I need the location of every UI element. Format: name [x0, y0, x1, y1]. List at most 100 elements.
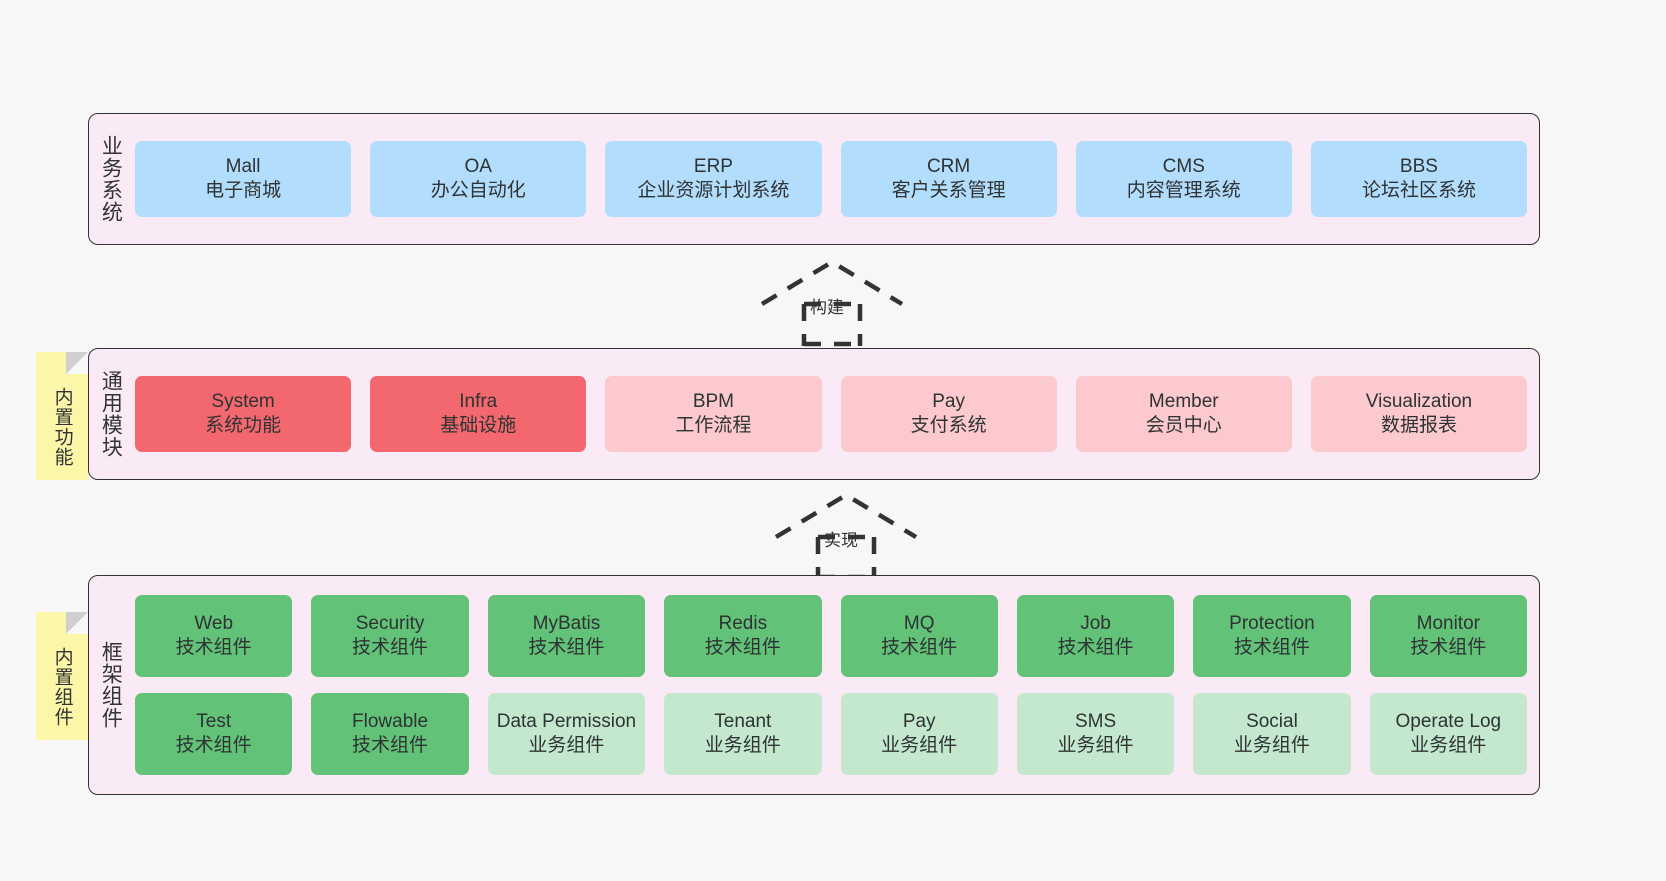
node-flowable-en: Flowable: [352, 710, 429, 732]
node-crm[interactable]: CRM 客户关系管理: [840, 141, 1057, 217]
node-web[interactable]: Web 技术组件: [135, 595, 293, 677]
node-data-permission-cn: 业务组件: [528, 735, 605, 756]
node-bbs-cn: 论坛社区系统: [1361, 180, 1476, 201]
node-bpm-en: BPM: [692, 390, 735, 412]
node-infra[interactable]: Infra 基础设施: [370, 376, 587, 452]
node-social-cn: 业务组件: [1233, 735, 1310, 756]
node-mq[interactable]: MQ 技术组件: [840, 595, 998, 677]
connector-implement: 实现: [766, 489, 926, 580]
node-monitor-en: Monitor: [1416, 612, 1480, 634]
node-bbs[interactable]: BBS 论坛社区系统: [1310, 141, 1528, 217]
layer-business-system: 业务系统 Mall 电子商城 OA 办公自动化 ERP 企业资源计划系统 CRM…: [88, 113, 1540, 245]
note-builtin-component: 内置组件: [36, 612, 88, 740]
node-cms-en: CMS: [1162, 155, 1205, 177]
layer-body-framework-component: Web 技术组件 Security 技术组件 MyBatis 技术组件 Redi…: [131, 576, 1539, 794]
node-mybatis-cn: 技术组件: [528, 637, 605, 658]
layer-title-business-system: 业务系统: [99, 135, 123, 223]
node-erp[interactable]: ERP 企业资源计划系统: [605, 141, 822, 217]
node-social[interactable]: Social 业务组件: [1193, 693, 1351, 775]
node-redis-en: Redis: [718, 612, 768, 634]
node-tenant-en: Tenant: [714, 710, 772, 732]
node-visualization-en: Visualization: [1365, 390, 1473, 412]
node-cms[interactable]: CMS 内容管理系统: [1075, 141, 1292, 217]
node-visualization[interactable]: Visualization 数据报表: [1310, 376, 1528, 452]
node-security-en: Security: [355, 612, 425, 634]
node-tenant[interactable]: Tenant 业务组件: [664, 693, 822, 775]
node-web-en: Web: [194, 612, 234, 634]
node-bpm[interactable]: BPM 工作流程: [605, 376, 822, 452]
node-bpm-cn: 工作流程: [675, 415, 752, 436]
node-visualization-cn: 数据报表: [1380, 415, 1457, 436]
node-protection-cn: 技术组件: [1233, 637, 1310, 658]
node-data-permission[interactable]: Data Permission 业务组件: [487, 693, 646, 775]
layer-title-framework-component: 框架组件: [99, 641, 123, 729]
node-cms-cn: 内容管理系统: [1126, 180, 1241, 201]
node-protection[interactable]: Protection 技术组件: [1193, 595, 1351, 677]
layer-common-module: 通用模块 System 系统功能 Infra 基础设施 BPM 工作流程 Pay…: [88, 348, 1540, 480]
node-infra-cn: 基础设施: [440, 415, 517, 436]
node-member[interactable]: Member 会员中心: [1075, 376, 1292, 452]
node-flowable-cn: 技术组件: [352, 735, 429, 756]
node-mall[interactable]: Mall 电子商城: [135, 141, 352, 217]
layer-body-common-module: System 系统功能 Infra 基础设施 BPM 工作流程 Pay 支付系统…: [131, 349, 1539, 479]
node-oa-en: OA: [464, 155, 492, 177]
node-mall-cn: 电子商城: [205, 180, 282, 201]
node-operate-log[interactable]: Operate Log 业务组件: [1369, 693, 1527, 775]
node-test[interactable]: Test 技术组件: [135, 693, 293, 775]
node-redis-cn: 技术组件: [704, 637, 781, 658]
node-data-permission-en: Data Permission: [496, 710, 637, 732]
note-builtin-component-text: 内置组件: [51, 647, 73, 727]
node-crm-en: CRM: [926, 155, 971, 177]
row-business-components: Test 技术组件 Flowable 技术组件 Data Permission …: [135, 693, 1527, 775]
connector-build-label: 构建: [810, 298, 844, 317]
node-bbs-en: BBS: [1399, 155, 1438, 177]
row-tech-components: Web 技术组件 Security 技术组件 MyBatis 技术组件 Redi…: [135, 595, 1527, 677]
node-pay-module[interactable]: Pay 支付系统: [840, 376, 1057, 452]
node-flowable[interactable]: Flowable 技术组件: [311, 693, 469, 775]
row-business-systems: Mall 电子商城 OA 办公自动化 ERP 企业资源计划系统 CRM 客户关系…: [135, 141, 1528, 217]
node-mq-en: MQ: [903, 612, 935, 634]
node-monitor-cn: 技术组件: [1410, 637, 1487, 658]
note-builtin-feature: 内置功能: [36, 352, 88, 480]
node-job-en: Job: [1080, 612, 1111, 634]
node-pay-component-en: Pay: [902, 710, 936, 732]
node-protection-en: Protection: [1229, 612, 1315, 634]
node-pay-module-cn: 支付系统: [910, 415, 987, 436]
node-monitor[interactable]: Monitor 技术组件: [1369, 595, 1527, 677]
node-operate-log-en: Operate Log: [1395, 710, 1502, 732]
layer-body-business-system: Mall 电子商城 OA 办公自动化 ERP 企业资源计划系统 CRM 客户关系…: [131, 114, 1539, 244]
node-sms-cn: 业务组件: [1057, 735, 1134, 756]
note-builtin-feature-text: 内置功能: [51, 387, 73, 467]
node-member-cn: 会员中心: [1145, 415, 1222, 436]
node-pay-module-en: Pay: [932, 390, 965, 412]
node-pay-component-cn: 业务组件: [881, 735, 958, 756]
node-tenant-cn: 业务组件: [704, 735, 781, 756]
node-social-en: Social: [1246, 710, 1298, 732]
node-system-cn: 系统功能: [205, 415, 282, 436]
node-oa-cn: 办公自动化: [430, 180, 526, 201]
node-erp-cn: 企业资源计划系统: [637, 180, 790, 201]
layer-title-common-module: 通用模块: [99, 370, 123, 458]
node-redis[interactable]: Redis 技术组件: [664, 595, 822, 677]
node-infra-en: Infra: [459, 390, 498, 412]
node-security-cn: 技术组件: [352, 637, 429, 658]
node-test-en: Test: [196, 710, 232, 732]
node-oa[interactable]: OA 办公自动化: [370, 141, 587, 217]
node-job[interactable]: Job 技术组件: [1016, 595, 1175, 677]
node-web-cn: 技术组件: [175, 637, 252, 658]
node-sms[interactable]: SMS 业务组件: [1016, 693, 1175, 775]
node-mq-cn: 技术组件: [881, 637, 958, 658]
node-system-en: System: [211, 390, 275, 412]
layer-framework-component: 框架组件 Web 技术组件 Security 技术组件 MyBatis 技术组件…: [88, 575, 1540, 795]
node-pay-component[interactable]: Pay 业务组件: [840, 693, 998, 775]
node-security[interactable]: Security 技术组件: [311, 595, 469, 677]
node-erp-en: ERP: [693, 155, 733, 177]
connector-implement-label: 实现: [824, 531, 858, 550]
node-mybatis-en: MyBatis: [532, 612, 601, 634]
node-job-cn: 技术组件: [1057, 637, 1134, 658]
node-operate-log-cn: 业务组件: [1410, 735, 1487, 756]
node-test-cn: 技术组件: [175, 735, 252, 756]
node-member-en: Member: [1148, 390, 1219, 412]
node-mybatis[interactable]: MyBatis 技术组件: [487, 595, 646, 677]
node-system[interactable]: System 系统功能: [135, 376, 352, 452]
